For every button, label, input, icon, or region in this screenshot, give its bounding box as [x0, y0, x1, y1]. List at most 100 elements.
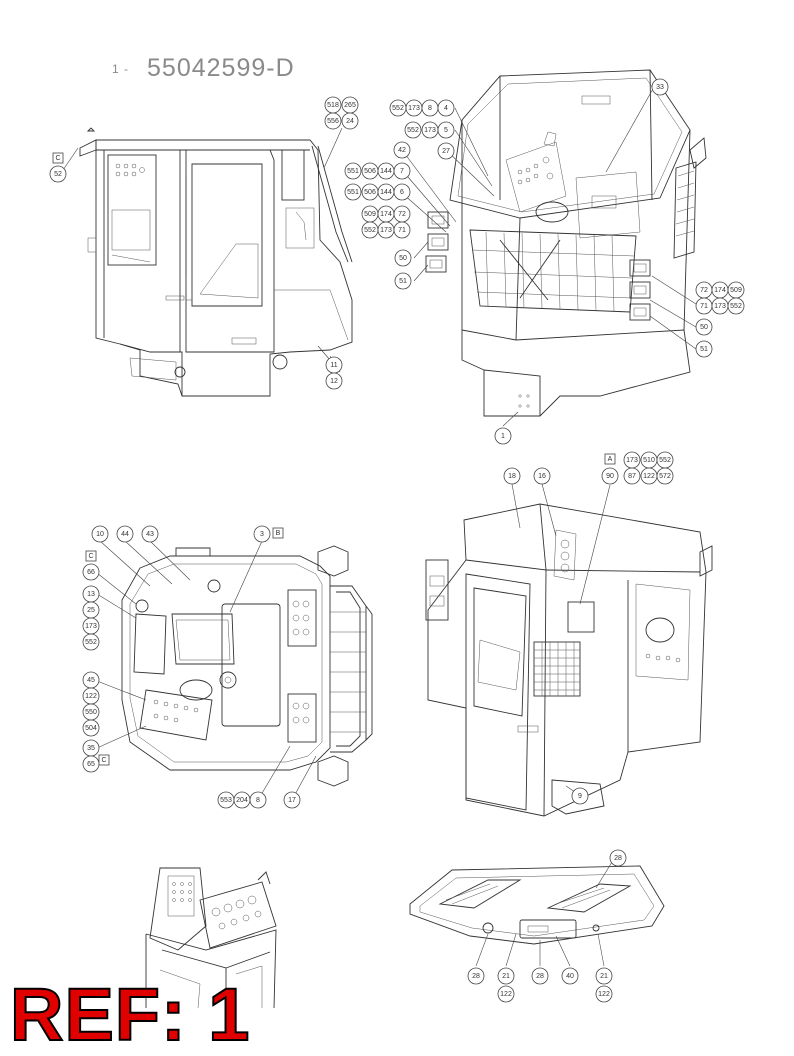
- callout-552: 552: [656, 451, 674, 469]
- svg-text:72: 72: [398, 211, 406, 218]
- callout-21: 21: [497, 967, 515, 985]
- callout-45: 45: [82, 671, 100, 689]
- callout-1: 1: [494, 427, 512, 445]
- svg-text:1: 1: [501, 433, 505, 440]
- svg-text:35: 35: [87, 745, 95, 752]
- callout-204: 204: [233, 791, 251, 809]
- svg-text:551: 551: [347, 189, 359, 196]
- callout-552: 552: [404, 121, 422, 139]
- svg-text:C: C: [55, 155, 60, 162]
- callout-556: 556: [324, 112, 342, 130]
- part-number-title: 1 - 55042599-D: [112, 54, 295, 83]
- callout-173: 173: [405, 99, 423, 117]
- svg-text:9: 9: [578, 793, 582, 800]
- callout-72: 72: [393, 205, 411, 223]
- svg-text:7: 7: [400, 168, 404, 175]
- svg-text:510: 510: [643, 457, 655, 464]
- callout-174: 174: [377, 205, 395, 223]
- callout-40: 40: [561, 967, 579, 985]
- console-detail-view: [145, 867, 277, 1009]
- svg-text:21: 21: [502, 973, 510, 980]
- callout-10: 10: [91, 525, 109, 543]
- callout-509: 509: [361, 205, 379, 223]
- svg-text:552: 552: [407, 127, 419, 134]
- svg-text:553: 553: [220, 797, 232, 804]
- callout-4: 4: [437, 99, 455, 117]
- callout-28: 28: [531, 967, 549, 985]
- callout-44: 44: [116, 525, 134, 543]
- callout-8: 8: [421, 99, 439, 117]
- callout-122: 122: [595, 985, 613, 1003]
- svg-text:6: 6: [400, 189, 404, 196]
- callout-173: 173: [711, 297, 729, 315]
- svg-text:122: 122: [598, 991, 610, 998]
- svg-text:50: 50: [700, 324, 708, 331]
- svg-text:27: 27: [442, 148, 450, 155]
- callout-21: 21: [595, 967, 613, 985]
- callout-509: 509: [727, 281, 745, 299]
- callout-66: 66: [82, 563, 100, 581]
- svg-text:28: 28: [614, 855, 622, 862]
- svg-text:572: 572: [659, 473, 671, 480]
- callout-42: 42: [393, 141, 411, 159]
- svg-text:173: 173: [85, 623, 97, 630]
- callout-144: 144: [377, 162, 395, 180]
- callout-552: 552: [361, 221, 379, 239]
- callout-87: 87: [623, 467, 641, 485]
- svg-text:509: 509: [730, 287, 742, 294]
- svg-text:173: 173: [380, 227, 392, 234]
- callout-11: 11: [325, 356, 343, 374]
- svg-text:28: 28: [536, 973, 544, 980]
- svg-text:552: 552: [659, 457, 671, 464]
- callout-173: 173: [82, 617, 100, 635]
- callout-551: 551: [344, 183, 362, 201]
- callout-144: 144: [377, 183, 395, 201]
- roof-underside-view: [409, 861, 665, 967]
- svg-text:71: 71: [700, 303, 708, 310]
- part-number-text: 55042599-D: [147, 54, 295, 82]
- svg-text:204: 204: [236, 797, 248, 804]
- callout-50: 50: [394, 249, 412, 267]
- callout-71: 71: [393, 221, 411, 239]
- svg-text:17: 17: [288, 797, 296, 804]
- callout-6: 6: [393, 183, 411, 201]
- svg-text:12: 12: [330, 378, 338, 385]
- callout-550: 550: [82, 703, 100, 721]
- svg-text:11: 11: [330, 362, 337, 369]
- svg-text:8: 8: [256, 797, 260, 804]
- part-number-prefix: 1 -: [112, 62, 130, 77]
- cab-iso-front-view: [401, 69, 707, 427]
- svg-text:173: 173: [626, 457, 638, 464]
- svg-text:506: 506: [364, 189, 376, 196]
- callout-173: 173: [623, 451, 641, 469]
- callout-506: 506: [361, 162, 379, 180]
- callout-12: 12: [325, 372, 343, 390]
- svg-text:4: 4: [444, 105, 448, 112]
- callout-504: 504: [82, 719, 100, 737]
- callout-174: 174: [711, 281, 729, 299]
- svg-text:5: 5: [444, 127, 448, 134]
- svg-text:24: 24: [346, 118, 354, 125]
- svg-text:551: 551: [347, 168, 359, 175]
- svg-text:71: 71: [398, 227, 406, 234]
- svg-text:45: 45: [87, 677, 95, 684]
- callout-71: 71: [695, 297, 713, 315]
- svg-text:552: 552: [85, 639, 97, 646]
- callout-65: 65: [82, 755, 100, 773]
- svg-text:65: 65: [87, 761, 95, 768]
- callout-3: 3: [253, 525, 271, 543]
- callout-173: 173: [421, 121, 439, 139]
- svg-text:8: 8: [428, 105, 432, 112]
- callout-24: 24: [341, 112, 359, 130]
- svg-text:504: 504: [85, 725, 97, 732]
- svg-text:509: 509: [364, 211, 376, 218]
- svg-text:51: 51: [700, 346, 708, 353]
- svg-text:66: 66: [87, 569, 95, 576]
- callout-25: 25: [82, 601, 100, 619]
- view-letter-B: B: [272, 527, 284, 539]
- callout-552: 552: [389, 99, 407, 117]
- svg-text:552: 552: [364, 227, 376, 234]
- svg-text:174: 174: [714, 287, 726, 294]
- callout-52: 52: [49, 165, 67, 183]
